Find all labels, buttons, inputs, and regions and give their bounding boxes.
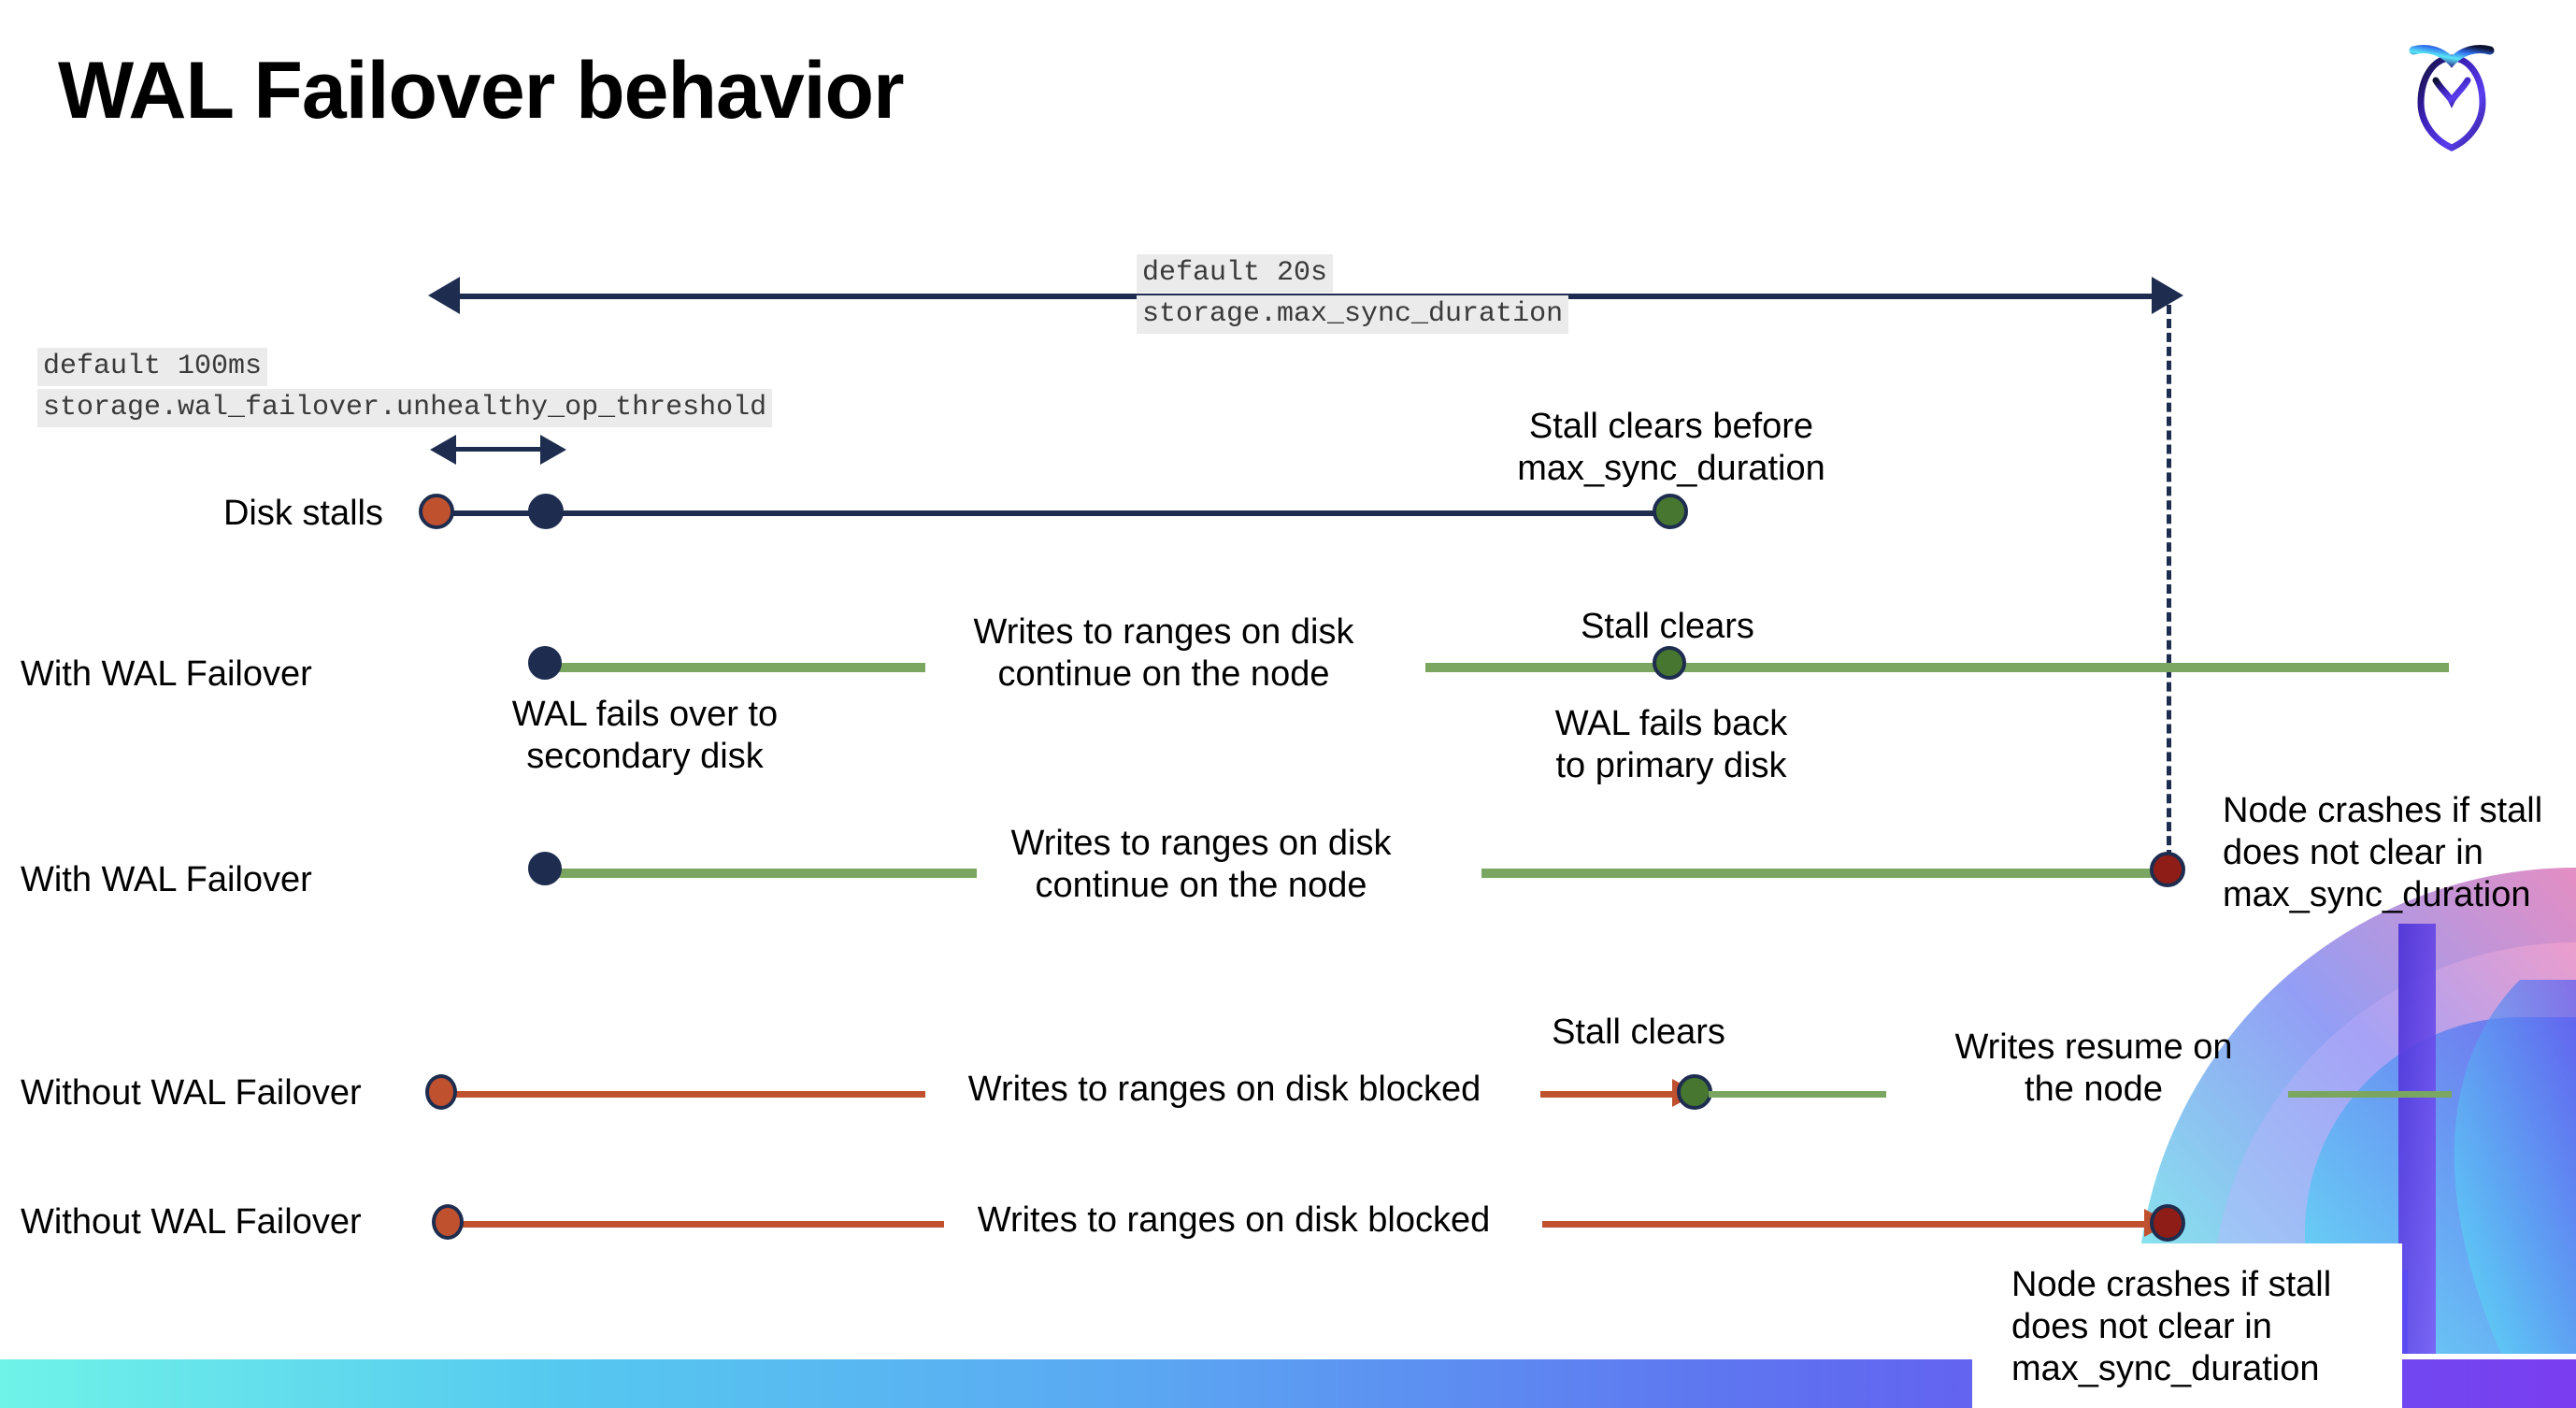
wal-failover-1-green-line-left [542,663,925,672]
unhealthy-threshold-setting-chip: storage.wal_failover.unhealthy_op_thresh… [37,389,773,427]
disk-stall-start-dot [419,494,454,529]
wal-failover-2-green-line-left [542,869,977,878]
threshold-span-line [454,447,544,452]
row-label-with-wal-failover-1: With WAL Failover [21,654,312,694]
max-sync-setting-chip: storage.max_sync_duration [1137,295,1569,334]
callout-stall-clears-2: Stall clears [1552,1013,1725,1052]
callout-node-crashes-2: Node crashes if stall does not clear in … [2011,1265,2332,1388]
row-label-without-wal-failover-1: Without WAL Failover [21,1073,362,1113]
callout-writes-blocked-1: Writes to ranges on disk blocked [967,1070,1481,1109]
wal-failover-1-start-dot [528,646,562,680]
without-failover-1-red-line-right [1540,1091,1676,1098]
row-label-disk-stalls: Disk stalls [222,494,383,533]
threshold-arrow-left-head [430,435,456,465]
callout-stall-clears-before-max-sync: Stall clears before max_sync_duration [1517,407,1825,488]
callout-writes-blocked-2: Writes to ranges on disk blocked [977,1200,1491,1240]
max-sync-arrow-left-head [428,277,460,314]
row-label-with-wal-failover-2: With WAL Failover [21,860,312,899]
without-failover-1-red-line-left [449,1091,925,1098]
without-failover-2-red-line-left [458,1221,944,1228]
wal-failover-2-start-dot [528,852,562,885]
callout-writes-continue-1: Writes to ranges on disk continue on the… [973,612,1354,694]
without-failover-2-start-dot [432,1204,464,1240]
bottom-note-card [1972,1243,2402,1408]
wal-failover-1-stall-clears-dot [1653,646,1686,680]
max-sync-dashed-guideline [2167,305,2171,873]
row-label-without-wal-failover-2: Without WAL Failover [21,1202,362,1242]
threshold-arrow-right-head [540,435,566,465]
disk-stall-clears-dot [1653,494,1688,529]
callout-wal-fails-back: WAL fails back to primary disk [1554,704,1788,785]
callout-writes-continue-2: Writes to ranges on disk continue on the… [1010,824,1392,905]
unhealthy-threshold-default-chip: default 100ms [37,348,268,386]
without-failover-2-node-crash-dot [2150,1204,2185,1242]
without-failover-1-start-dot [425,1074,457,1110]
without-failover-1-green-line [1709,1091,1886,1098]
wal-failover-1-green-line-right [1425,663,2449,672]
page-title: WAL Failover behavior [58,46,905,136]
callout-wal-fails-over: WAL fails over to secondary disk [511,695,779,776]
callout-node-crashes-1: Node crashes if stall does not clear in … [2223,791,2543,914]
wal-failover-2-node-crash-dot [2150,852,2185,887]
without-failover-1-green-line-resume [2288,1091,2452,1098]
callout-writes-resume: Writes resume on the node [1954,1027,2233,1109]
callout-stall-clears-1: Stall clears [1581,607,1754,646]
without-failover-1-stall-clears-dot [1677,1074,1712,1110]
cockroachdb-logo-icon [2382,26,2522,157]
max-sync-default-chip: default 20s [1137,254,1334,293]
disk-stall-failover-dot [528,494,564,529]
without-failover-2-red-line-right [1542,1221,2148,1228]
disk-stalls-timeline [449,510,1673,516]
wal-failover-2-green-line-right [1481,869,2168,878]
